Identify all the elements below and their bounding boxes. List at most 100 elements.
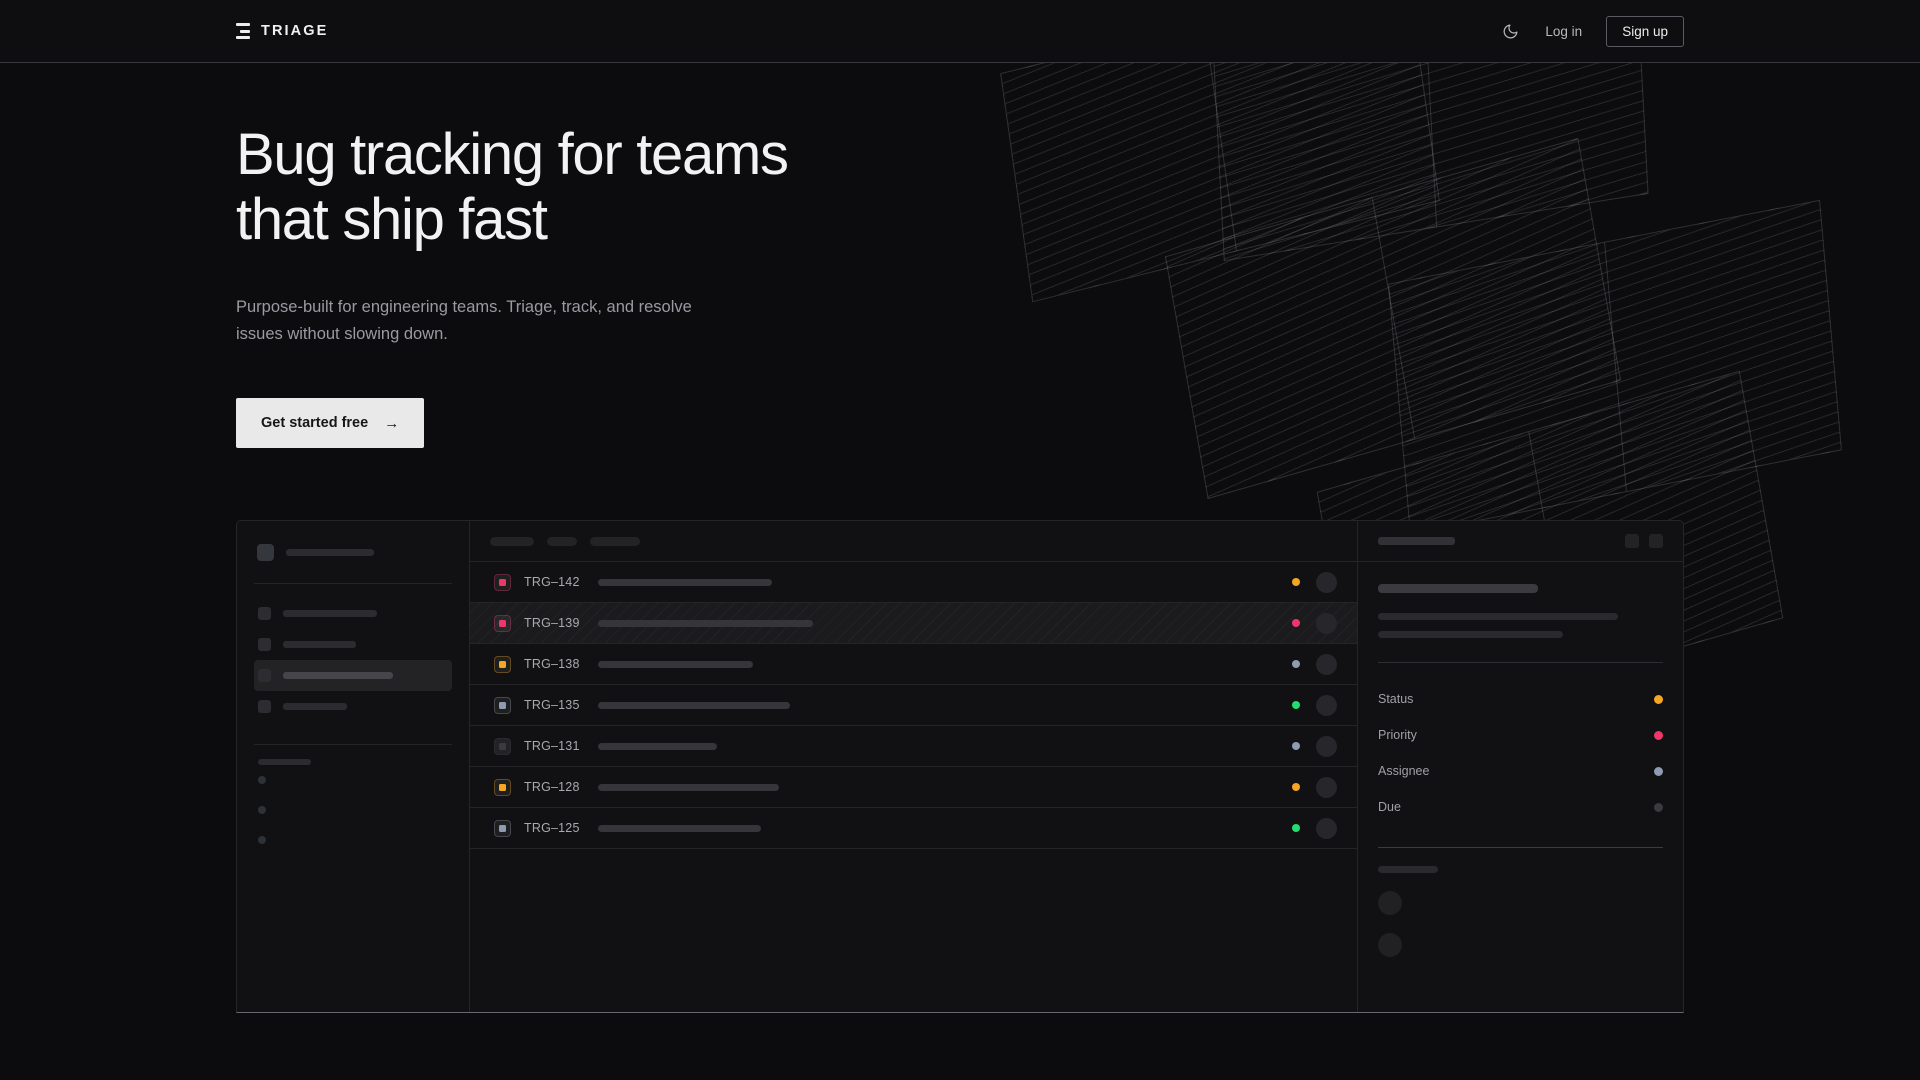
issue-type-icon — [494, 573, 511, 591]
status-badge — [1292, 578, 1300, 587]
sidebar-item-label — [283, 672, 393, 680]
table-row[interactable]: TRG–135 — [470, 685, 1357, 727]
issue-title-skeleton — [598, 660, 753, 668]
sidebar-item-4[interactable] — [254, 691, 452, 722]
issue-id: TRG–128 — [524, 780, 580, 795]
detail-description-skeleton — [1378, 613, 1663, 639]
status-badge — [1292, 783, 1300, 792]
sidebar-divider-top — [254, 583, 452, 585]
avatar[interactable] — [1316, 735, 1337, 757]
row-meta — [1292, 776, 1337, 798]
brand-name: TRIAGE — [261, 23, 329, 39]
detail-comments-list — [1378, 891, 1663, 958]
hero-subheading: Purpose-built for engineering teams. Tri… — [236, 297, 692, 343]
issue-type-icon — [494, 614, 511, 632]
sidebar-item-label — [283, 641, 356, 649]
sidebar-item-icon — [258, 700, 271, 714]
status-badge — [1292, 619, 1300, 628]
mock-sidebar — [237, 521, 470, 1013]
hero-heading-line-1: Bug tracking for teams — [236, 122, 789, 187]
table-row[interactable]: TRG–142 — [470, 562, 1357, 604]
link-icon[interactable] — [1625, 534, 1639, 549]
arrow-right-icon: → — [384, 414, 400, 432]
avatar[interactable] — [1316, 817, 1337, 839]
sidebar-item-icon — [258, 669, 271, 683]
header-nav: Log in Sign up — [1499, 15, 1684, 47]
page-title: Bug tracking for teams that ship fast — [236, 122, 916, 253]
toolbar-chip-1[interactable] — [490, 536, 534, 546]
brand-logo[interactable]: TRIAGE — [236, 23, 328, 39]
sidebar-sublist-item-3[interactable] — [254, 825, 452, 855]
sidebar-item-icon — [258, 607, 271, 621]
status-badge — [1292, 742, 1300, 751]
sidebar-item-label — [283, 703, 347, 711]
avatar[interactable] — [1316, 571, 1337, 593]
table-row[interactable]: TRG–131 — [470, 726, 1357, 768]
detail-meta-value-dot — [1654, 766, 1663, 776]
detail-meta-label: Priority — [1378, 728, 1417, 743]
login-link[interactable]: Log in — [1545, 23, 1583, 39]
moon-icon[interactable] — [1499, 20, 1521, 42]
detail-meta-row[interactable]: Assignee — [1378, 753, 1663, 789]
toolbar-chip-3[interactable] — [590, 536, 640, 546]
detail-meta-value-dot — [1654, 694, 1663, 704]
status-badge — [1292, 701, 1300, 710]
avatar[interactable] — [1316, 612, 1337, 634]
site-header: TRIAGE Log in Sign up — [0, 0, 1920, 63]
more-icon[interactable] — [1649, 534, 1663, 549]
toolbar-chip-2[interactable] — [547, 536, 577, 546]
issue-type-icon — [494, 737, 511, 755]
status-badge — [1292, 824, 1300, 833]
detail-divider-1 — [1378, 662, 1663, 664]
avatar[interactable] — [1316, 776, 1337, 798]
sublist-dot-icon — [258, 776, 266, 785]
workspace-name-skeleton — [286, 549, 374, 557]
sidebar-section-label — [254, 759, 452, 766]
issue-id: TRG–138 — [524, 657, 580, 672]
issue-title-skeleton — [598, 783, 779, 791]
table-row[interactable]: TRG–139 — [470, 603, 1357, 645]
row-meta — [1292, 817, 1337, 839]
status-badge — [1292, 660, 1300, 669]
row-meta — [1292, 694, 1337, 716]
detail-meta-row[interactable]: Due — [1378, 789, 1663, 825]
sidebar-sublist-item-2[interactable] — [254, 795, 452, 825]
detail-meta-row[interactable]: Status — [1378, 681, 1663, 717]
issue-title-skeleton — [598, 824, 761, 832]
detail-comments-label-skeleton — [1378, 866, 1438, 874]
table-row[interactable]: TRG–125 — [470, 808, 1357, 850]
issue-id: TRG–131 — [524, 739, 580, 754]
get-started-button[interactable]: Get started free → — [236, 398, 425, 449]
issue-id: TRG–135 — [524, 698, 580, 713]
detail-title-skeleton — [1378, 537, 1455, 546]
detail-panel-header — [1358, 521, 1683, 563]
issue-title-skeleton — [598, 578, 772, 586]
hero-heading-line-2: that ship fast — [236, 186, 548, 252]
sidebar-sublist-item-1[interactable] — [254, 765, 452, 795]
issue-type-icon — [494, 819, 511, 837]
issue-title-skeleton — [598, 742, 717, 750]
sidebar-item-1[interactable] — [254, 598, 452, 629]
detail-meta-value-dot — [1654, 730, 1663, 740]
sidebar-divider-bottom — [254, 744, 452, 746]
table-row[interactable]: TRG–128 — [470, 767, 1357, 809]
sidebar-item-3[interactable] — [254, 660, 452, 692]
mock-workspace-switcher[interactable] — [254, 544, 452, 562]
signup-button[interactable]: Sign up — [1606, 15, 1684, 47]
row-meta — [1292, 735, 1337, 757]
comment-avatar — [1378, 933, 1402, 958]
workspace-avatar-icon — [257, 544, 274, 562]
issue-type-icon — [494, 655, 511, 673]
detail-meta-row[interactable]: Priority — [1378, 717, 1663, 753]
issue-type-icon — [494, 696, 511, 714]
avatar[interactable] — [1316, 653, 1337, 675]
sidebar-item-label — [283, 610, 377, 618]
row-meta — [1292, 571, 1337, 593]
avatar[interactable] — [1316, 694, 1337, 716]
row-meta — [1292, 612, 1337, 634]
sidebar-item-2[interactable] — [254, 629, 452, 660]
detail-meta-label: Due — [1378, 800, 1401, 815]
detail-issue-title-skeleton — [1378, 584, 1538, 594]
table-row[interactable]: TRG–138 — [470, 644, 1357, 686]
